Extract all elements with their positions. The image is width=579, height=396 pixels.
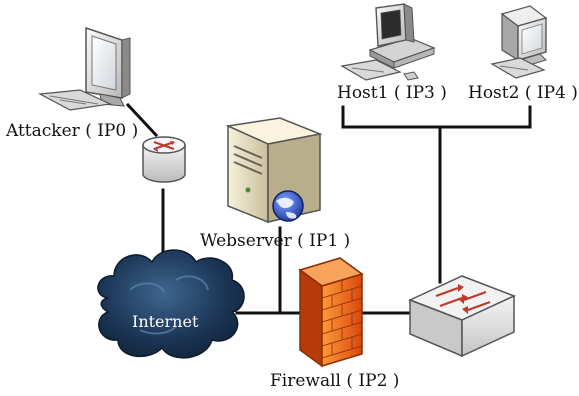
internet-label: Internet — [132, 312, 199, 331]
switch-icon — [408, 275, 516, 358]
globe-icon — [272, 190, 304, 222]
router-icon — [142, 136, 186, 183]
firewall-icon — [298, 257, 364, 368]
firewall-label: Firewall ( IP2 ) — [270, 371, 399, 391]
host2-label: Host2 ( IP4 ) — [468, 83, 578, 103]
host1-label: Host1 ( IP3 ) — [337, 83, 447, 103]
internet-cloud-icon — [97, 249, 245, 359]
attacker-label: Attacker ( IP0 ) — [5, 121, 138, 141]
host2-computer-icon — [490, 5, 548, 79]
links — [125, 102, 532, 315]
attacker-computer-icon — [37, 26, 131, 111]
link-attacker-router — [125, 102, 159, 138]
host1-computer-icon — [340, 3, 436, 81]
webserver-label: Webserver ( IP1 ) — [200, 231, 350, 251]
